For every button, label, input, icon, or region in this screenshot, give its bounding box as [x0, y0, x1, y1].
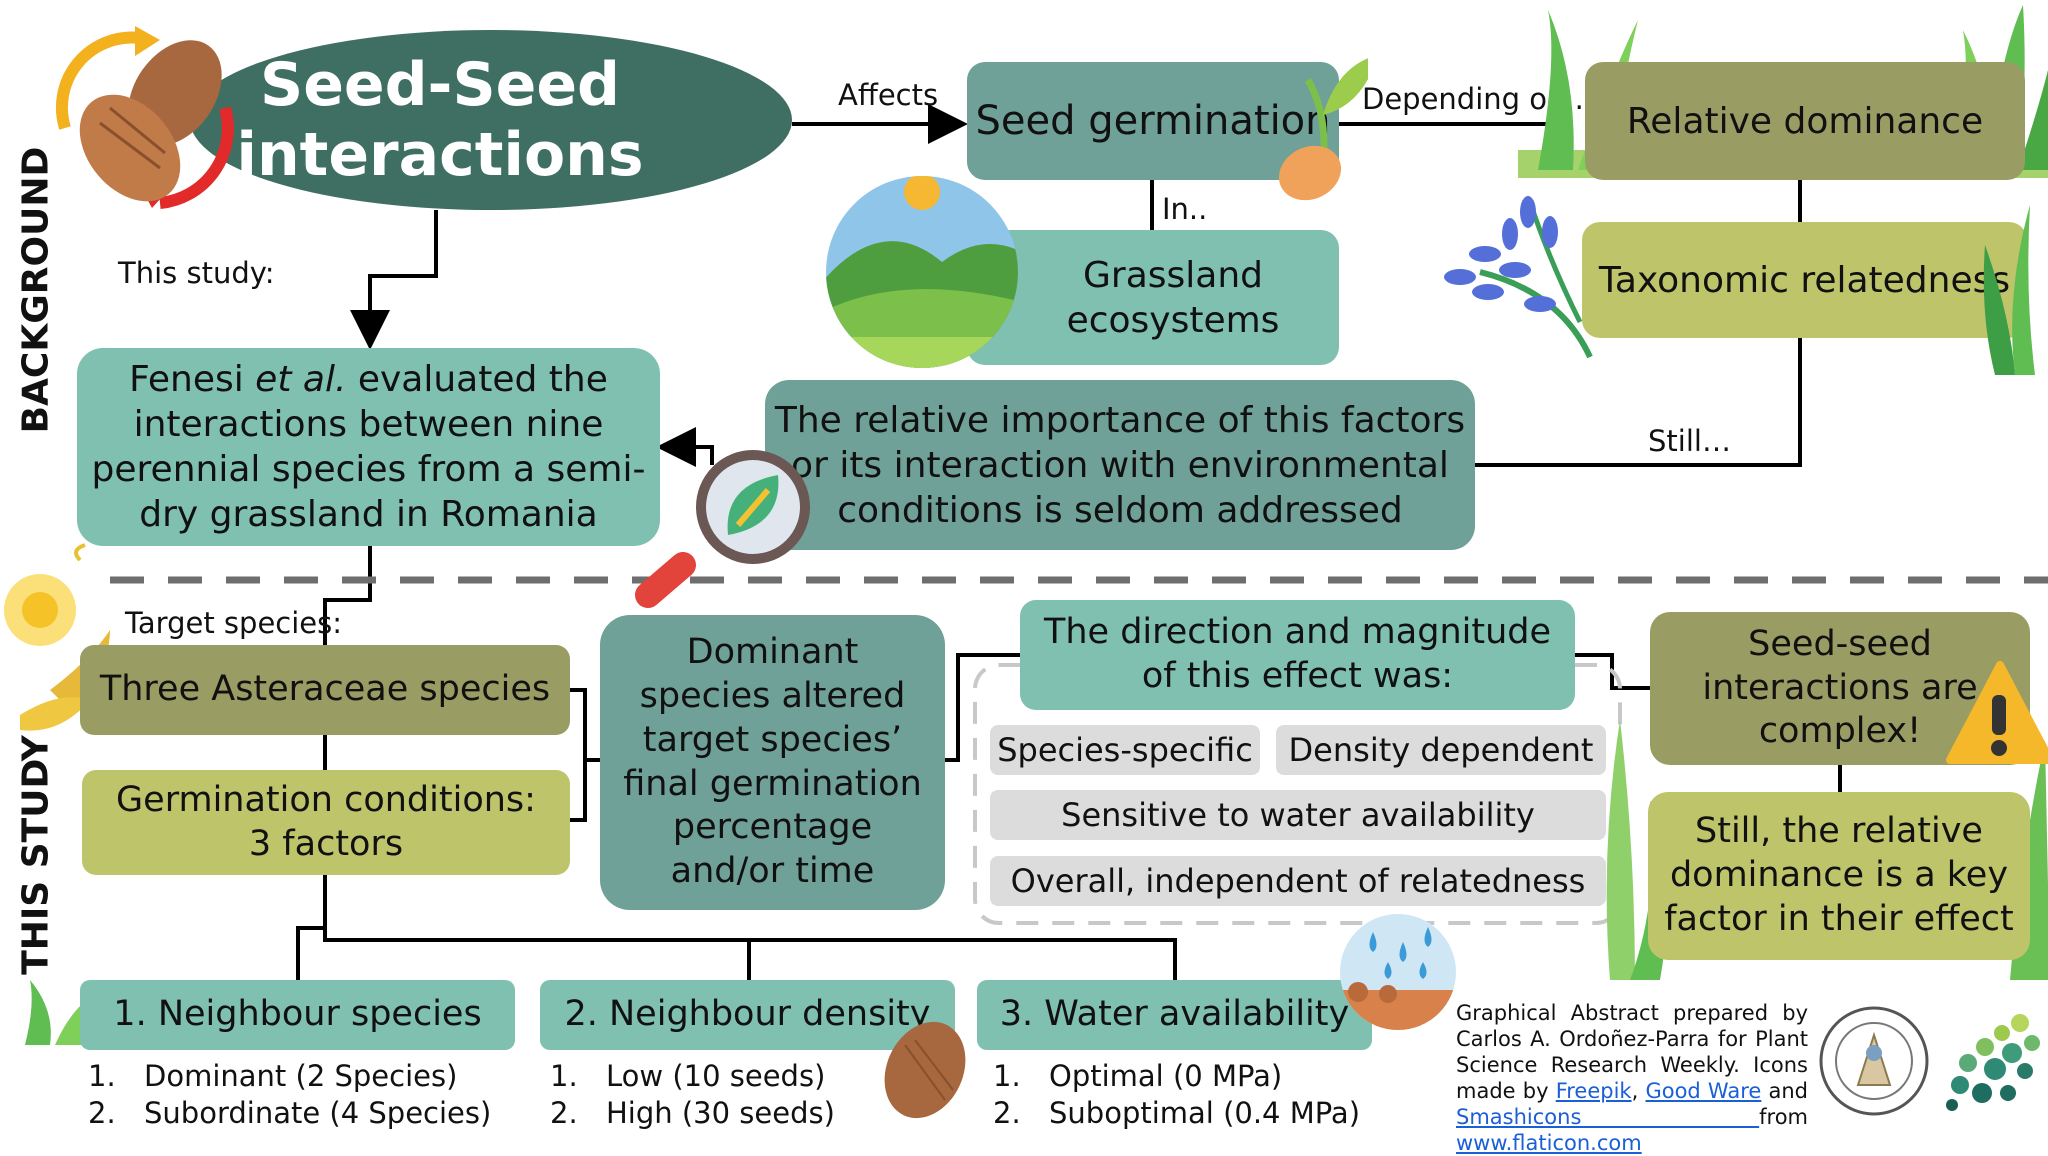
taxonomic-relatedness-box: Taxonomic relatedness	[1582, 222, 2027, 338]
seed-germination-box: Seed germination	[967, 62, 1339, 180]
target-species-box: Three Asteraceae species	[80, 645, 570, 735]
credit-text: Graphical Abstract prepared by Carlos A.…	[1456, 1001, 1809, 1155]
result-sensitive-water: Sensitive to water availability	[990, 790, 1606, 840]
direction-magnitude-box: The direction and magnitude of this effe…	[1020, 600, 1575, 710]
edge-label-affects: Affects	[838, 78, 939, 112]
factor-water-availability-options: 1.Optimal (0 MPa) 2.Suboptimal (0.4 MPa)	[993, 1058, 1360, 1132]
relative-dominance-box: Relative dominance	[1585, 62, 2025, 180]
almond-seed-icon	[884, 1021, 966, 1119]
edge-label-depending: Depending on..	[1362, 82, 1584, 116]
blue-flower-icon	[1444, 196, 1593, 359]
edge-fenesi-target	[323, 545, 372, 645]
germination-conditions-box: Germination conditions: 3 factors	[82, 770, 570, 875]
flaticon-link[interactable]: www.flaticon.com	[1456, 1131, 1642, 1155]
result-species-specific: Species-specific	[990, 725, 1260, 775]
list-item: 2.Subordinate (4 Species)	[88, 1096, 492, 1130]
sprouting-seed-icon	[1278, 58, 1368, 201]
dots-tree-icon	[1946, 1014, 2040, 1111]
list-item: 2.High (30 seeds)	[550, 1096, 835, 1130]
title-ellipse	[190, 30, 792, 210]
title: Seed-Seed interactions	[236, 50, 644, 190]
factor-neighbour-density: 2. Neighbour density	[540, 980, 955, 1050]
grassland-ecosystems-box: Grassland ecosystems	[967, 230, 1339, 365]
edge-label-target-species: Target species:	[125, 606, 343, 640]
factor-neighbour-density-options: 1.Low (10 seeds) 2.High (30 seeds)	[550, 1058, 835, 1132]
edge-label-still: Still…	[1648, 424, 1731, 458]
good-ware-link[interactable]: Good Ware	[1645, 1079, 1762, 1103]
edge-this-study	[350, 210, 438, 350]
dominant-species-box: Dominant species altered target species’…	[600, 615, 945, 910]
cycle-arrows-icon	[55, 31, 141, 130]
edge-still	[1475, 338, 1802, 467]
factor-water-availability: 3. Water availability	[977, 980, 1372, 1050]
society-seal-icon	[1819, 1006, 1929, 1116]
relative-importance-box: The relative importance of this factors …	[765, 380, 1475, 550]
freepik-link[interactable]: Freepik	[1555, 1079, 1632, 1103]
section-label-this-study: THIS STUDY	[15, 735, 56, 975]
dominance-key-box: Still, the relative dominance is a key f…	[1648, 792, 2030, 960]
result-density-dependent: Density dependent	[1276, 725, 1606, 775]
list-item: 1.Low (10 seeds)	[550, 1059, 826, 1093]
soil-water-icon	[1340, 914, 1456, 1030]
list-item: 1.Optimal (0 MPa)	[993, 1059, 1283, 1093]
magnifier-leaf-icon	[635, 450, 810, 608]
factor-neighbour-species: 1. Neighbour species	[80, 980, 515, 1050]
almond-seed-icon	[55, 26, 234, 209]
warning-icon	[1946, 661, 2048, 764]
edge-importance-fenesi	[656, 427, 714, 467]
factor-neighbour-species-options: 1.Dominant (2 Species) 2.Subordinate (4 …	[88, 1058, 491, 1132]
landscape-icon	[826, 176, 1018, 368]
edge-label-this-study: This study:	[118, 256, 275, 290]
list-item: 2.Suboptimal (0.4 MPa)	[993, 1096, 1361, 1130]
result-independent-relatedness: Overall, independent of relatedness	[990, 856, 1606, 906]
list-item: 1.Dominant (2 Species)	[88, 1059, 458, 1093]
smashicons-link[interactable]: Smashicons	[1456, 1105, 1760, 1129]
fenesi-study-box: Fenesi et al. evaluated the interactions…	[77, 348, 660, 546]
edge-dominant-direction	[945, 653, 1020, 762]
edge-bracket-left	[570, 688, 587, 822]
edge-label-in: In..	[1162, 192, 1208, 226]
grass-icon	[1983, 205, 2035, 375]
